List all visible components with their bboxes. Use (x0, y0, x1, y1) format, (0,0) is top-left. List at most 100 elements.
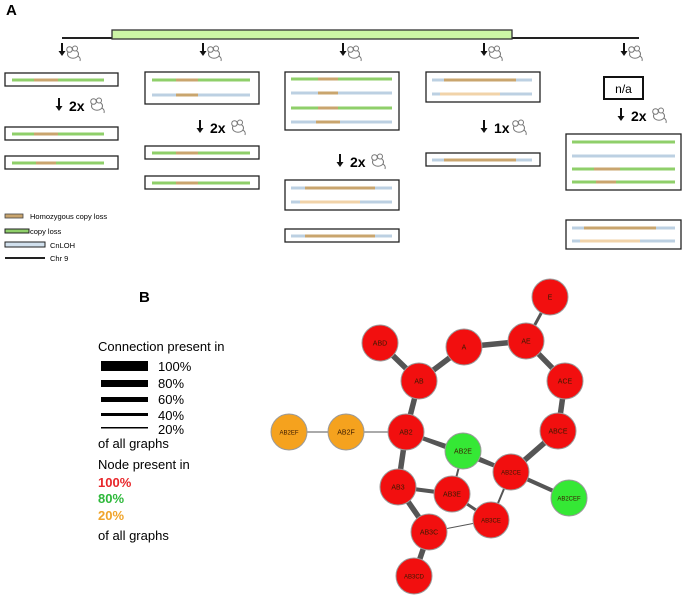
network-node: AB3E (433, 475, 471, 513)
sample-box (565, 133, 682, 191)
network-node-circle (410, 513, 448, 551)
network-node: AB2 (387, 413, 425, 451)
network-node-label: AB2E (454, 449, 472, 456)
arrow-down-icon (199, 43, 207, 56)
sample-box (565, 219, 682, 250)
panel-a-label: A (6, 2, 17, 19)
network-node: E (531, 278, 569, 316)
mouse-icon (66, 45, 81, 62)
network-node: AE (507, 322, 545, 360)
column-2: 2x (144, 71, 260, 190)
sample-box (4, 126, 119, 141)
top-arrows (58, 43, 643, 62)
connection-legend-label: 40% (158, 408, 184, 423)
network-node-label: ABCE (548, 429, 567, 436)
connection-legend-label: 80% (158, 376, 184, 391)
network-node-label: AB2CE (501, 471, 521, 477)
network-node-label: E (548, 295, 553, 302)
network-node-label: AB2F (337, 430, 355, 437)
node-legend-label-80: 80% (98, 491, 124, 506)
network-node: AB2EF (270, 413, 308, 451)
network-node-circle (546, 362, 584, 400)
expansion-arrow: 2x (336, 153, 386, 170)
mouse-icon (207, 45, 222, 62)
na-label: n/a (615, 82, 632, 96)
panel-b-label: B (139, 289, 150, 306)
column-4: 1x (425, 71, 541, 167)
network-node: AB3 (379, 468, 417, 506)
arrow-down-icon (480, 43, 488, 56)
network-node-circle (361, 324, 399, 362)
network-node: AB2CEF (550, 479, 588, 517)
expansion-label: 2x (631, 108, 647, 124)
legend-swatch-homozygous (4, 213, 24, 219)
connection-legend-footer: of all graphs (98, 436, 169, 451)
network-node-circle (433, 475, 471, 513)
node-legend-label-20: 20% (98, 508, 124, 523)
sample-box (284, 71, 400, 131)
network-node: AB3CE (472, 501, 510, 539)
mouse-icon (488, 45, 503, 62)
network-node-circle (539, 412, 577, 450)
network-node-circle (400, 362, 438, 400)
legend-swatch-copy-loss (4, 228, 30, 234)
network-node-label: AB3E (443, 492, 461, 499)
connection-legend-label: 20% (158, 422, 184, 437)
network-node-circle (444, 432, 482, 470)
legend-swatch-cnloh (4, 241, 46, 248)
legend-label: Homozygous copy loss (30, 212, 107, 221)
network-node-label: AE (521, 339, 531, 346)
network-node: ABCE (539, 412, 577, 450)
connection-legend-bar-20 (101, 427, 148, 429)
network-node: A (445, 328, 483, 366)
network-node-label: AB2EF (279, 431, 298, 437)
legend-label: CnLOH (50, 241, 75, 250)
network-node-label: ACE (558, 379, 573, 386)
node-legend-title: Node present in (98, 457, 190, 472)
expansion-arrow: 2x (617, 107, 667, 124)
sample-box (425, 152, 541, 167)
panel-a-legend: Homozygous copy loss copy loss CnLOH Chr… (4, 212, 107, 263)
arrow-down-icon (620, 43, 628, 56)
network-node-label: AB2 (399, 430, 412, 437)
arrow-down-icon (58, 43, 66, 56)
network-node: AB3CD (395, 557, 433, 595)
network-node: ABD (361, 324, 399, 362)
connection-legend-bar-100 (101, 361, 148, 371)
network-node-circle (379, 468, 417, 506)
mouse-icon (347, 45, 362, 62)
sample-box (284, 179, 400, 211)
sample-box (4, 155, 119, 170)
network-node-circle (270, 413, 308, 451)
network-node-circle (507, 322, 545, 360)
network-node-label: ABD (373, 341, 387, 348)
expansion-label: 2x (350, 154, 366, 170)
node-legend-label-100: 100% (98, 475, 132, 490)
network-node-circle (472, 501, 510, 539)
network-node: AB2CE (492, 453, 530, 491)
expansion-label: 1x (494, 120, 510, 136)
sample-box (144, 175, 260, 190)
sample-box (425, 71, 541, 103)
network-node-label: AB2CEF (557, 497, 581, 503)
arrow-down-icon (339, 43, 347, 56)
network-node-circle (550, 479, 588, 517)
connection-legend-label: 100% (158, 359, 192, 374)
sample-box (284, 228, 400, 243)
network-node: AB3C (410, 513, 448, 551)
network-node: ACE (546, 362, 584, 400)
network-node-circle (445, 328, 483, 366)
connection-legend-bar-40 (101, 413, 148, 416)
sample-box (144, 145, 260, 160)
sample-box (4, 72, 119, 87)
network-node: AB2F (327, 413, 365, 451)
panel-b-legend: Connection present in 100% 80% 60% 40% 2… (98, 339, 224, 543)
node-legend-footer: of all graphs (98, 528, 169, 543)
network-node: AB (400, 362, 438, 400)
column-5: n/a 2x (565, 76, 682, 250)
expansion-arrow: 1x (480, 119, 527, 136)
legend-label: Chr 9 (50, 254, 68, 263)
network-node-circle (395, 557, 433, 595)
